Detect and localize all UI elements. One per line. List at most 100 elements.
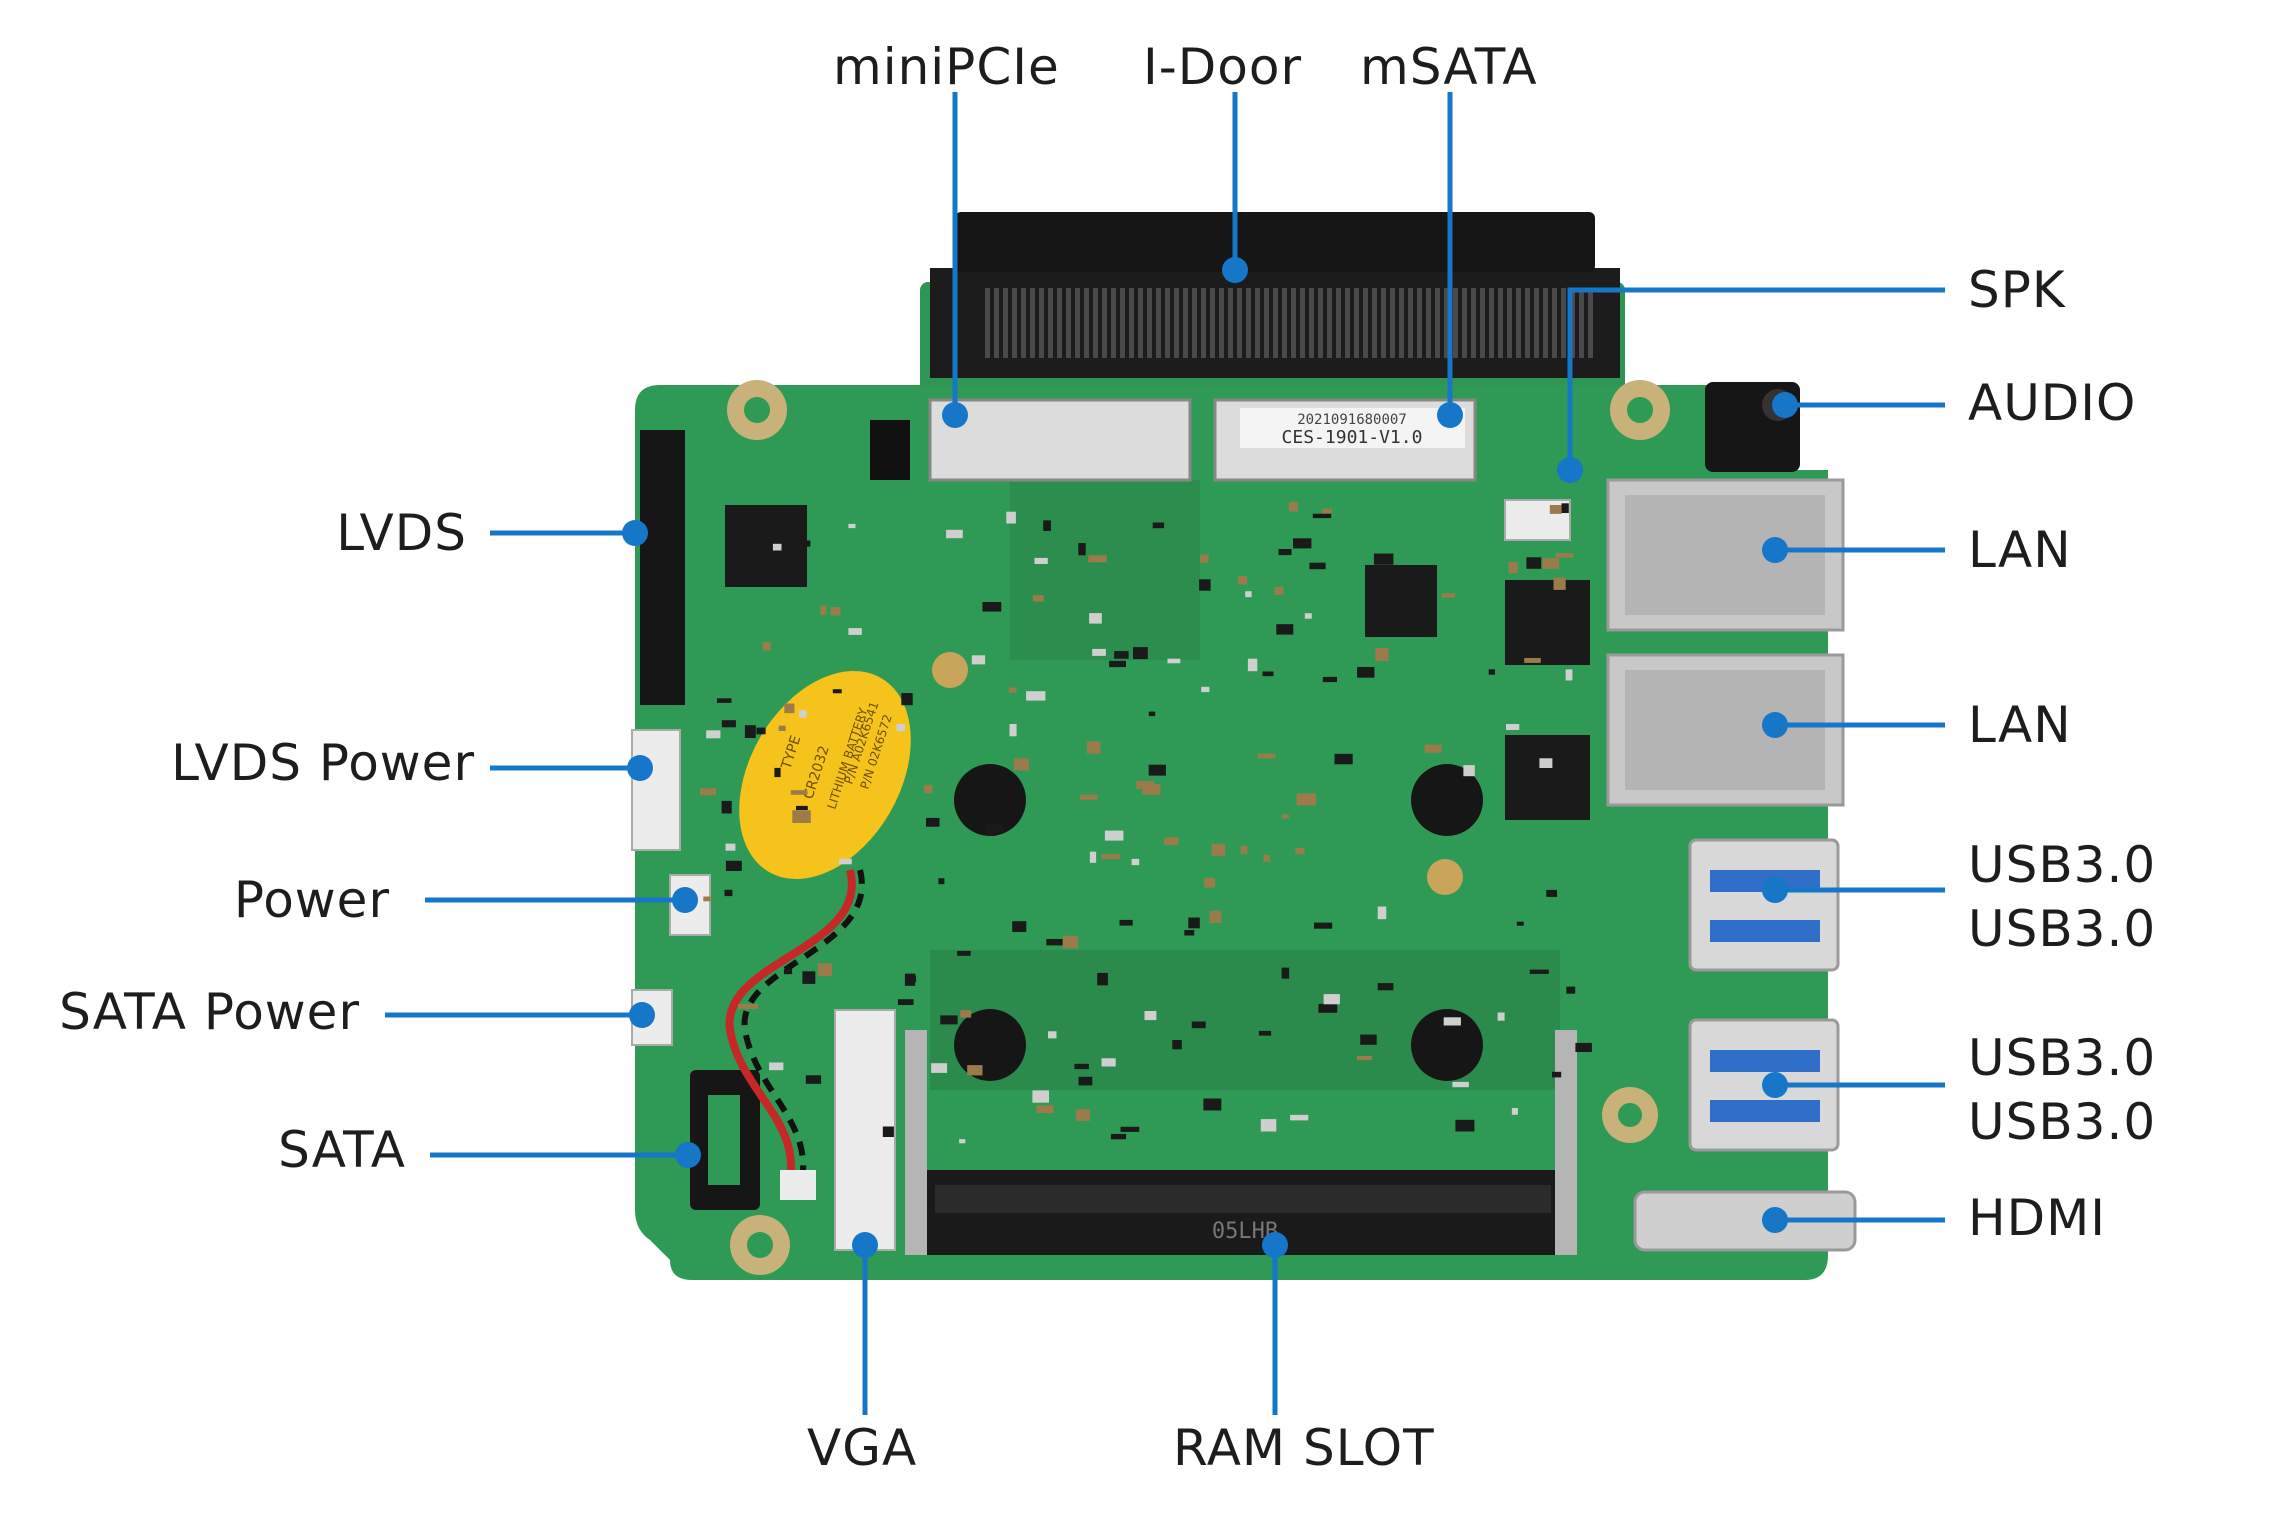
smd-part <box>721 720 736 728</box>
smd-part <box>799 710 807 718</box>
label-hdmi: HDMI <box>1968 1189 2106 1247</box>
smd-part <box>1013 758 1029 771</box>
smd-part <box>774 767 781 778</box>
smd-part <box>1304 613 1312 619</box>
smd-part <box>1260 1119 1277 1132</box>
pin <box>1192 288 1197 358</box>
smd-part <box>1133 647 1148 660</box>
smd-part <box>1247 658 1258 672</box>
smd-part <box>1043 520 1051 531</box>
smd-part <box>1442 593 1455 598</box>
callout-leaders <box>385 92 1945 1415</box>
smd-part <box>1172 1040 1182 1050</box>
smd-part <box>1322 676 1337 683</box>
smd-part <box>1144 1011 1157 1021</box>
pin <box>1147 288 1152 358</box>
callout-dot-icon <box>1762 1207 1788 1233</box>
smd-part <box>832 689 842 694</box>
smd-part <box>1008 687 1017 693</box>
smd-part <box>1120 1126 1140 1132</box>
label-lvds: LVDS <box>336 504 467 562</box>
smd-part <box>1036 1105 1054 1114</box>
callout-dot-icon <box>1762 877 1788 903</box>
smd-part <box>805 1075 822 1084</box>
label-sata-power: SATA Power <box>59 983 360 1041</box>
smd-part <box>1209 910 1222 923</box>
pin <box>1363 288 1368 358</box>
smd-part <box>769 1062 784 1071</box>
smd-part <box>1546 889 1557 897</box>
smd-part <box>1204 877 1215 888</box>
smd-part <box>1542 558 1560 569</box>
smd-part <box>1062 935 1078 949</box>
pin <box>1300 288 1305 358</box>
smd-part <box>1164 837 1179 845</box>
usb-port-2-tongue <box>1710 1100 1820 1122</box>
smd-part <box>1199 579 1211 591</box>
smd-part <box>1075 1109 1090 1121</box>
smd-part <box>1079 794 1098 800</box>
label-msata: mSATA <box>1360 38 1538 96</box>
smd-part <box>1463 765 1475 777</box>
smd-part <box>1142 784 1161 795</box>
callout-dot-icon <box>672 887 698 913</box>
pin <box>1471 288 1476 358</box>
label-spk: SPK <box>1968 261 2066 319</box>
battery-cable-plug <box>780 1170 816 1200</box>
smd-part <box>790 790 808 795</box>
smd-part <box>982 602 1002 612</box>
pin <box>1534 288 1539 358</box>
pin <box>1093 288 1098 358</box>
pin <box>1066 288 1071 358</box>
pin <box>1426 288 1431 358</box>
pin <box>1525 288 1530 358</box>
smd-part <box>1237 576 1248 585</box>
label-idoor: I-Door <box>1143 38 1303 96</box>
smd-part <box>817 963 833 976</box>
callout-dot-icon <box>1762 712 1788 738</box>
smd-part <box>848 628 862 635</box>
smd-part <box>1424 744 1442 753</box>
ram-latch <box>1555 1030 1577 1255</box>
smd-part <box>1131 858 1140 866</box>
smd-part <box>1046 939 1063 946</box>
smd-part <box>1191 1021 1206 1029</box>
smd-part <box>1309 562 1326 570</box>
smd-part <box>848 523 856 529</box>
pin <box>1444 288 1449 358</box>
smd-part <box>725 843 736 851</box>
pin <box>1318 288 1323 358</box>
smd-part <box>1516 921 1524 926</box>
label-usb3-b1: USB3.0 <box>1968 1029 2157 1087</box>
pin <box>1588 288 1593 358</box>
ram-slot-inner <box>935 1185 1551 1213</box>
pin <box>1201 288 1206 358</box>
pin <box>994 288 999 358</box>
smd-part <box>1097 972 1108 986</box>
smd-part <box>1274 587 1284 596</box>
pin <box>1408 288 1413 358</box>
smd-part <box>738 1003 758 1009</box>
label-minipcie: miniPCIe <box>833 38 1060 96</box>
smd-part <box>725 860 742 871</box>
smd-part <box>1034 557 1048 564</box>
smd-part <box>784 703 795 714</box>
smd-part <box>1245 591 1252 598</box>
pin <box>1417 288 1422 358</box>
idoor-connector-cap <box>955 212 1595 272</box>
label-usb3-a1: USB3.0 <box>1968 836 2157 894</box>
smd-part <box>957 950 971 956</box>
board-model-text: CES-1901-V1.0 <box>1282 427 1423 448</box>
smd-part <box>1078 543 1086 556</box>
smd-part <box>1377 983 1394 991</box>
pin <box>1165 288 1170 358</box>
smd-part <box>1262 671 1274 677</box>
lan-port-2-face <box>1625 670 1825 790</box>
smd-part <box>1032 595 1044 602</box>
pin <box>1435 288 1440 358</box>
smd-part <box>897 999 914 1005</box>
smd-part <box>1200 554 1209 563</box>
lan-port-1-face <box>1625 495 1825 615</box>
smd-part <box>1557 613 1566 618</box>
